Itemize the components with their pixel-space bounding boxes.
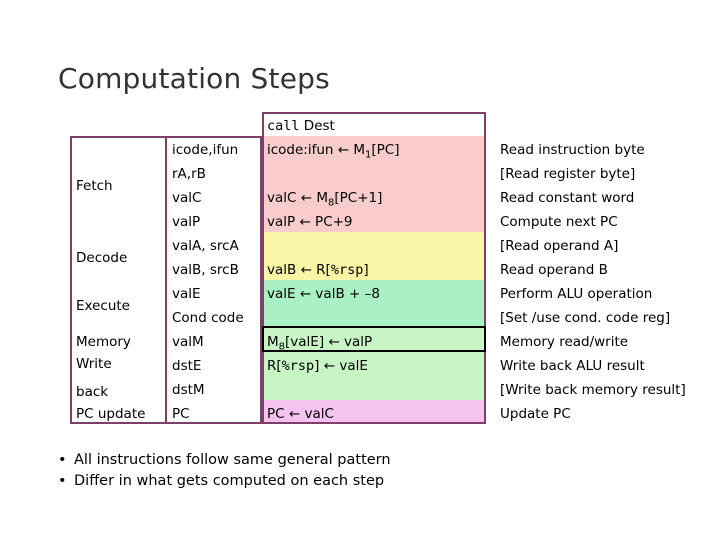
stage-decode: Decode xyxy=(76,250,128,266)
field-icode-ifun: icode,ifun xyxy=(172,142,239,158)
stage-execute: Execute xyxy=(76,298,130,314)
desc-0: Read instruction byte xyxy=(500,142,645,158)
desc-11: Update PC xyxy=(500,406,571,422)
call-op-valc: valC ← M8[PC+1] xyxy=(267,190,383,209)
field-dstm: dstM xyxy=(172,382,205,398)
call-op-valb: valB ← R[%rsp] xyxy=(267,262,369,278)
bullet-item: •All instructions follow same general pa… xyxy=(58,452,391,468)
call-op-mem: M8[valE] ← valP xyxy=(267,334,373,353)
desc-3: Compute next PC xyxy=(500,214,618,230)
decode-band xyxy=(264,232,484,280)
fetch-band xyxy=(264,136,484,232)
desc-5: Read operand B xyxy=(500,262,608,278)
bullet-list: •All instructions follow same general pa… xyxy=(58,452,391,494)
call-op-pc: PC ← valC xyxy=(267,406,334,422)
page-title: Computation Steps xyxy=(58,62,330,95)
field-vale: valE xyxy=(172,286,201,302)
pc-update-band xyxy=(264,400,484,422)
memory-highlight xyxy=(262,326,486,352)
call-column: call Dest icode:ifun ← M1[PC] valC ← M8[… xyxy=(262,112,486,424)
desc-8: Memory read/write xyxy=(500,334,629,350)
desc-2: Read constant word xyxy=(500,190,635,206)
field-ra-rb: rA,rB xyxy=(172,166,206,182)
field-dste: dstE xyxy=(172,358,202,374)
desc-1: [Read register byte] xyxy=(500,166,636,182)
field-pc: PC xyxy=(172,406,190,422)
field-valm: valM xyxy=(172,334,204,350)
desc-7: [Set /use cond. code reg] xyxy=(500,310,671,326)
field-vala: valA, srcA xyxy=(172,238,239,254)
execute-band xyxy=(264,280,484,328)
stage-write: Write xyxy=(76,356,112,372)
field-valb: valB, srcB xyxy=(172,262,239,278)
desc-10: [Write back memory result] xyxy=(500,382,686,398)
call-op-vale: valE ← valB + –8 xyxy=(267,286,380,302)
desc-4: [Read operand A] xyxy=(500,238,619,254)
stage-column: Fetch Decode Execute Memory Write back P… xyxy=(70,136,165,424)
call-header: call Dest xyxy=(267,118,335,134)
field-column: icode,ifun rA,rB valC valP valA, srcA va… xyxy=(165,136,262,424)
desc-6: Perform ALU operation xyxy=(500,286,653,302)
stage-back: back xyxy=(76,384,109,400)
field-valp: valP xyxy=(172,214,201,230)
call-header-band xyxy=(264,114,484,136)
field-valc: valC xyxy=(172,190,202,206)
call-op-icode: icode:ifun ← M1[PC] xyxy=(267,142,400,161)
stage-fetch: Fetch xyxy=(76,178,113,194)
memory-writeback-band xyxy=(264,328,484,400)
desc-9: Write back ALU result xyxy=(500,358,645,374)
call-op-valp: valP ← PC+9 xyxy=(267,214,353,230)
stage-pc-update: PC update xyxy=(76,406,146,422)
stage-memory: Memory xyxy=(76,334,131,350)
field-cond-code: Cond code xyxy=(172,310,244,326)
bullet-item: •Differ in what gets computed on each st… xyxy=(58,473,385,489)
call-op-write: R[%rsp] ← valE xyxy=(267,358,368,374)
